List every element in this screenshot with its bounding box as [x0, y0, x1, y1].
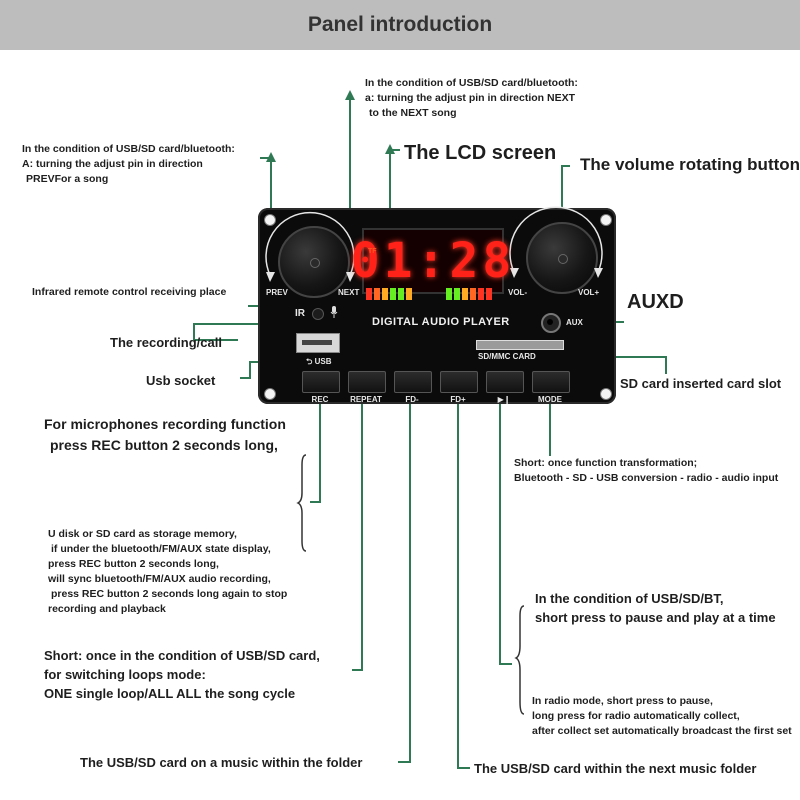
title-banner: Panel introduction	[0, 0, 800, 50]
prev-condition-note: In the condition of USB/SD card/bluetoot…	[22, 143, 235, 185]
rec-button[interactable]	[302, 371, 340, 393]
bracket-play	[514, 605, 525, 715]
aux-label: AUX	[566, 318, 583, 327]
level-bar	[390, 288, 396, 300]
auxd-label: AUXD	[627, 291, 684, 313]
level-bar	[382, 288, 388, 300]
sd-card-slot[interactable]	[476, 340, 564, 350]
vol-plus-label: VOL+	[578, 288, 600, 297]
mode-short-note: Short: once function transformation; Blu…	[514, 457, 779, 484]
lcd-screen: TF 01:28	[351, 228, 511, 294]
board-title: DIGITAL AUDIO PLAYER	[372, 316, 510, 328]
play-pause-button[interactable]	[486, 371, 524, 393]
aux-jack[interactable]	[541, 313, 561, 333]
level-bar	[462, 288, 468, 300]
lcd-screen-label: The LCD screen	[404, 142, 557, 164]
ir-label: IR	[295, 308, 305, 319]
page-title: Panel introduction	[307, 13, 493, 36]
leader-fd-plus	[457, 380, 470, 769]
fd-plus-label: FD+	[450, 395, 466, 404]
rec-label: REC	[311, 395, 329, 404]
mode-label: MODE	[538, 395, 562, 404]
level-bar	[486, 288, 492, 300]
leader-rec	[310, 382, 321, 503]
mount-hole	[264, 214, 276, 226]
level-bar	[406, 288, 412, 300]
level-bar	[446, 288, 452, 300]
arrow-prev	[266, 152, 276, 162]
prev-next-knob[interactable]	[278, 226, 350, 298]
ir-receiver	[312, 308, 324, 320]
level-bar	[398, 288, 404, 300]
arrow-lcd	[385, 144, 395, 154]
pause-play-note: In the condition of USB/SD/BT, short pre…	[535, 591, 776, 625]
arc-arrow	[594, 268, 603, 278]
fd-minus-note: The USB/SD card on a music within the fo…	[80, 755, 363, 770]
usb-socket-label: Usb socket	[146, 373, 216, 388]
fd-minus-label: FD-	[405, 395, 419, 404]
microphone-icon	[330, 306, 338, 318]
repeat-button[interactable]	[348, 371, 386, 393]
leader-repeat	[352, 380, 363, 671]
play-pause-label: ▶❙	[497, 395, 511, 404]
vol-minus-label: VOL-	[508, 288, 528, 297]
storage-memory-note: U disk or SD card as storage memory, if …	[48, 528, 288, 615]
arc-arrow	[266, 272, 275, 282]
arc-arrow	[510, 268, 519, 278]
usb-label: ⮌ USB	[306, 357, 332, 366]
fd-plus-note: The USB/SD card within the next music fo…	[474, 761, 757, 776]
sd-slot-label: SD card inserted card slot	[620, 376, 782, 391]
lcd-tf-indicator: TF	[368, 248, 377, 255]
sd-label: SD/MMC CARD	[478, 352, 536, 361]
next-condition-note: In the condition of USB/SD card/bluetoot…	[365, 77, 578, 119]
infrared-label: Infrared remote control receiving place	[32, 286, 227, 298]
mic-recording-note: For microphones recording function press…	[44, 416, 286, 453]
level-bar	[478, 288, 484, 300]
leader-play	[499, 382, 512, 665]
fd-plus-button[interactable]	[440, 371, 478, 393]
radio-mode-note: In radio mode, short press to pause, lon…	[532, 695, 792, 737]
mode-button[interactable]	[532, 371, 570, 393]
fd-minus-button[interactable]	[394, 371, 432, 393]
level-bar	[470, 288, 476, 300]
mount-hole	[600, 388, 612, 400]
lcd-time: 01:28	[350, 233, 516, 289]
mount-hole	[264, 388, 276, 400]
volume-knob[interactable]	[526, 222, 598, 294]
repeat-label: REPEAT	[350, 395, 382, 404]
repeat-short-note: Short: once in the condition of USB/SD c…	[44, 648, 320, 701]
level-bar	[366, 288, 372, 300]
volume-button-label: The volume rotating button	[580, 155, 800, 174]
mount-hole	[600, 214, 612, 226]
level-bar	[374, 288, 380, 300]
usb-socket[interactable]	[296, 333, 340, 353]
prev-label: PREV	[266, 288, 288, 297]
bracket-rec	[296, 454, 307, 552]
arc-prev-next	[265, 211, 355, 276]
arc-volume	[509, 206, 603, 273]
next-label: NEXT	[338, 288, 360, 297]
arc-arrow	[346, 272, 355, 282]
arrow-next	[345, 90, 355, 100]
recording-call-label: The recording/call	[110, 335, 222, 350]
level-bar	[454, 288, 460, 300]
leader-fd-minus	[398, 380, 411, 763]
